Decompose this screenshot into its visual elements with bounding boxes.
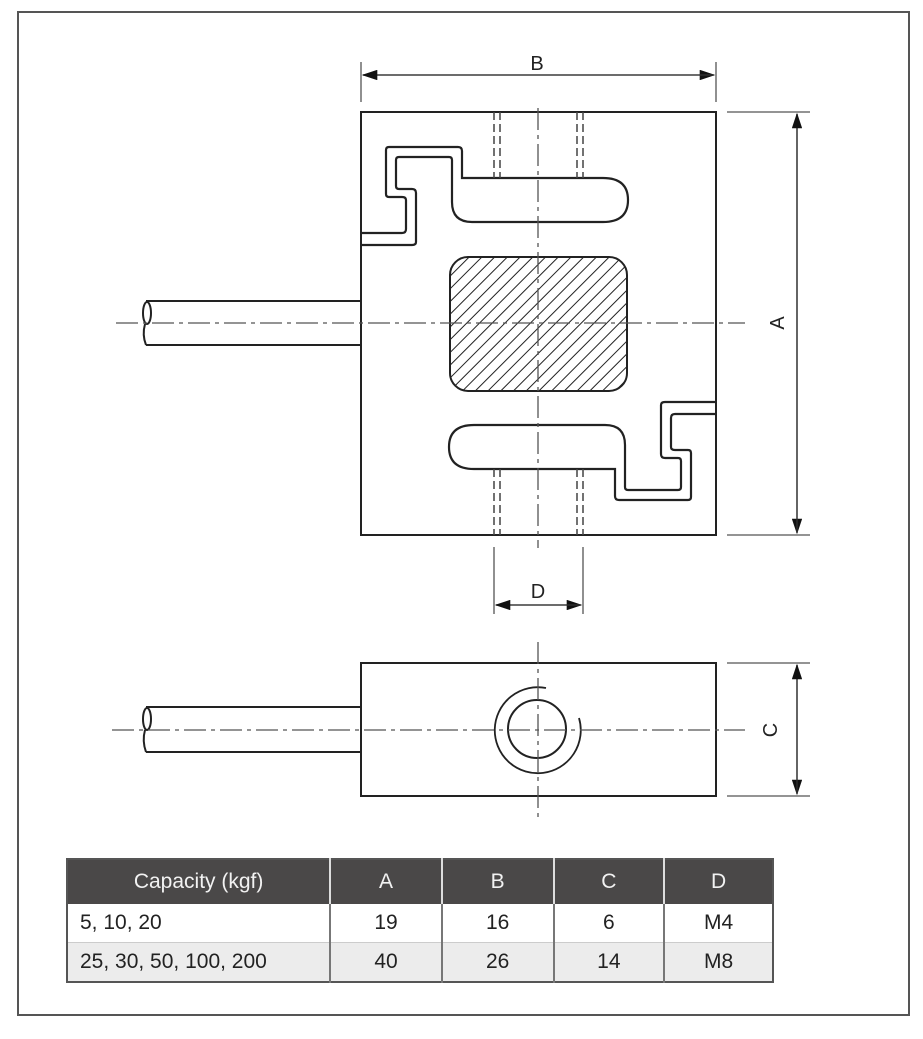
cable <box>142 300 361 346</box>
technical-drawing: B A D <box>112 53 810 818</box>
upper-thread-hidden-lines <box>493 112 584 178</box>
table-row: 5, 10, 20 19 16 6 M4 <box>67 904 773 943</box>
header-C: C <box>552 859 665 904</box>
lower-thread-hidden-lines <box>493 469 584 535</box>
cell-D: M8 <box>663 942 773 982</box>
thread-arc <box>493 686 582 775</box>
upper-slot <box>361 145 630 247</box>
cell-C: 14 <box>552 942 665 982</box>
header-B: B <box>440 859 554 904</box>
cell-A: 40 <box>329 942 442 982</box>
cell-D: M4 <box>663 904 773 943</box>
side-cable <box>142 706 361 753</box>
front-view: B A D <box>116 53 810 614</box>
dimension-label-A: A <box>767 316 789 330</box>
dimension-label-D: D <box>531 581 545 603</box>
header-D: D <box>663 859 773 904</box>
header-capacity: Capacity (kgf) <box>67 859 331 904</box>
cell-C: 6 <box>552 904 665 943</box>
lower-slot <box>447 400 716 502</box>
center-lines <box>116 108 745 548</box>
cell-capacity: 25, 30, 50, 100, 200 <box>67 942 331 982</box>
dimension-C: C <box>727 662 810 797</box>
cell-B: 16 <box>440 904 554 943</box>
cell-capacity: 5, 10, 20 <box>67 904 331 943</box>
cell-A: 19 <box>329 904 442 943</box>
dimension-B: B <box>360 53 717 102</box>
cell-B: 26 <box>440 942 554 982</box>
dimension-label-B: B <box>530 53 543 75</box>
thread-hole <box>507 699 567 759</box>
table-row: 25, 30, 50, 100, 200 40 26 14 M8 <box>67 942 773 982</box>
side-center-lines <box>112 642 745 818</box>
dimension-label-C: C <box>760 723 782 737</box>
side-view: C <box>112 642 810 818</box>
dimension-D: D <box>493 547 584 614</box>
header-A: A <box>329 859 442 904</box>
dimension-A: A <box>727 111 810 536</box>
specification-table: Capacity (kgf) A B C D 5, 10, 20 19 16 6… <box>66 858 774 983</box>
table-header-row: Capacity (kgf) A B C D <box>67 859 773 904</box>
